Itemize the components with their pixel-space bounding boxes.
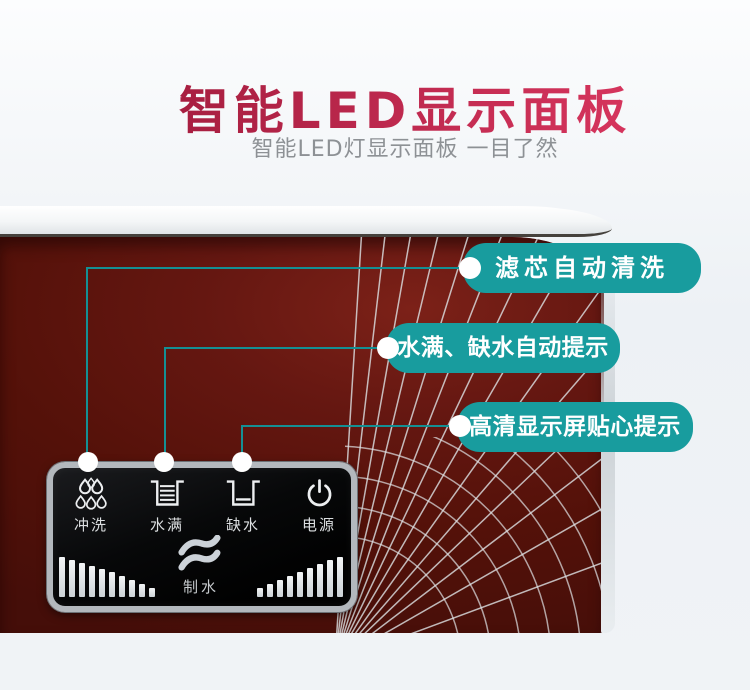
water-making-center: 制水: [162, 535, 240, 597]
indicator-water-full: 水满: [139, 477, 195, 535]
double-wave-logo-icon: [178, 535, 221, 571]
bar-graph-left: [59, 557, 160, 597]
tank-low-icon: [226, 480, 260, 506]
indicator-label: 冲洗: [73, 516, 108, 534]
rinse-drops-icon: [75, 477, 107, 510]
tank-full-icon: [150, 480, 184, 506]
water-making-row: 制水: [53, 535, 351, 606]
indicator-row: 冲洗 水满 缺水: [53, 468, 351, 535]
machine-top-cover: [0, 206, 612, 237]
callout-water-full-low-alert: 水满、缺水自动提示: [386, 323, 620, 373]
indicator-rinse: 冲洗: [63, 477, 119, 535]
indicator-label: 电源: [301, 516, 336, 534]
indicator-label: 水满: [149, 516, 184, 534]
making-water-label: 制水: [182, 578, 219, 596]
led-display-panel: 冲洗 水满 缺水: [47, 462, 357, 612]
power-icon: [307, 479, 331, 507]
indicator-power: 电源: [291, 477, 347, 535]
page-title: 智能LED显示面板: [30, 83, 750, 139]
callout-hd-screen-tips: 高清显示屏贴心提示: [457, 402, 693, 452]
page-subtitle: 智能LED灯显示面板 一目了然: [251, 137, 559, 162]
bar-graph-right: [242, 557, 343, 597]
indicator-water-low: 缺水: [215, 477, 271, 535]
indicator-label: 缺水: [225, 516, 260, 534]
callout-filter-auto-clean: 滤芯自动清洗: [463, 243, 701, 293]
